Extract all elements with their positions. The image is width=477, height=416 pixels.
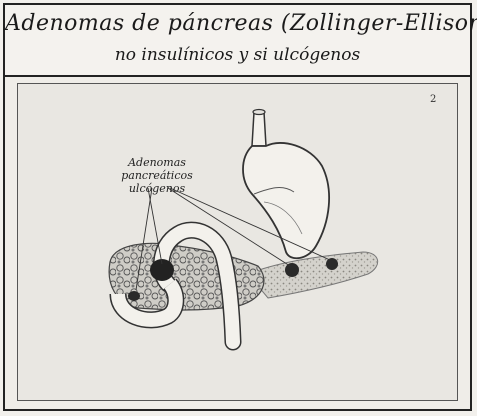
anatomical-drawing: Adenomas pancreáticos ulcógenos 2 (17, 83, 458, 401)
adenoma-3 (285, 263, 299, 277)
illustration-frame: Adenomas de páncreas (Zollinger-Ellison)… (3, 3, 472, 411)
stomach (243, 143, 329, 258)
adenoma-2 (128, 291, 140, 301)
pancreas-tail (248, 252, 378, 298)
adenoma-label-line1: Adenomas pancreáticos (92, 156, 222, 182)
adenoma-label-line2: ulcógenos (92, 182, 222, 195)
title-panel: Adenomas de páncreas (Zollinger-Ellison)… (5, 5, 470, 77)
subtitle: no insulínicos y si ulcógenos (5, 45, 470, 65)
title: Adenomas de páncreas (Zollinger-Ellison) (5, 11, 470, 36)
adenoma-4 (326, 258, 338, 270)
corner-mark: 2 (430, 94, 436, 105)
esophagus (252, 112, 266, 146)
adenoma-label: Adenomas pancreáticos ulcógenos (92, 156, 222, 195)
anatomy-svg (18, 84, 457, 400)
